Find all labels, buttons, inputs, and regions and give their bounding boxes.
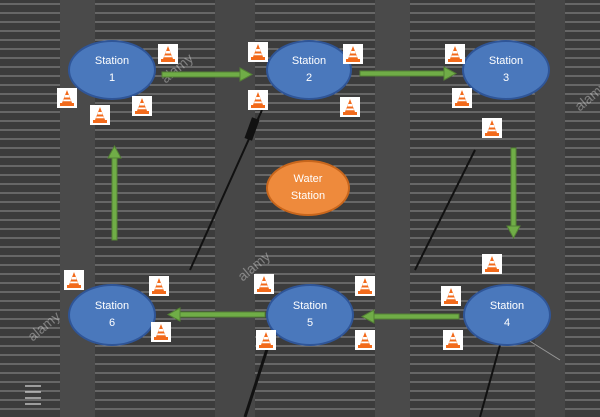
traffic-cone-icon bbox=[254, 274, 274, 294]
arrow-4-to-5 bbox=[360, 309, 460, 324]
traffic-cone-icon bbox=[343, 44, 363, 64]
traffic-cone-icon bbox=[355, 276, 375, 296]
traffic-cone-icon bbox=[90, 105, 110, 125]
traffic-cone-icon bbox=[445, 44, 465, 64]
station-label: Station bbox=[291, 55, 327, 67]
traffic-cone-icon bbox=[248, 42, 268, 62]
traffic-cone-icon bbox=[441, 286, 461, 306]
water-station-label: Station bbox=[290, 190, 326, 202]
station-label: Station bbox=[292, 300, 328, 312]
traffic-cone-icon bbox=[482, 118, 502, 138]
arrow-6-to-1 bbox=[107, 144, 122, 241]
traffic-cone-icon bbox=[149, 276, 169, 296]
traffic-cone-icon bbox=[151, 322, 171, 342]
station-2: Station 2 bbox=[266, 40, 352, 100]
station-label: Station bbox=[488, 55, 524, 67]
traffic-cone-icon bbox=[256, 330, 276, 350]
traffic-cone-icon bbox=[482, 254, 502, 274]
station-number: 2 bbox=[305, 72, 313, 84]
traffic-cone-icon bbox=[340, 97, 360, 117]
arrow-2-to-3 bbox=[359, 66, 458, 81]
station-6: Station 6 bbox=[68, 284, 156, 346]
station-5: Station 5 bbox=[266, 284, 354, 346]
traffic-cone-icon bbox=[452, 88, 472, 108]
traffic-cone-icon bbox=[355, 330, 375, 350]
arrow-5-to-6 bbox=[166, 307, 266, 322]
station-number: 4 bbox=[503, 317, 511, 329]
traffic-cone-icon bbox=[158, 44, 178, 64]
traffic-cone-icon bbox=[64, 270, 84, 290]
station-3: Station 3 bbox=[462, 40, 550, 100]
station-label: Station bbox=[489, 300, 525, 312]
station-4: Station 4 bbox=[463, 284, 551, 346]
station-number: 5 bbox=[306, 317, 314, 329]
arrow-1-to-2 bbox=[161, 67, 254, 82]
traffic-cone-icon bbox=[132, 96, 152, 116]
station-number: 6 bbox=[108, 317, 116, 329]
station-label: Station bbox=[94, 55, 130, 67]
water-station: Water Station bbox=[266, 160, 350, 216]
traffic-cone-icon bbox=[248, 90, 268, 110]
station-label: Station bbox=[94, 300, 130, 312]
arrow-3-to-4 bbox=[506, 147, 521, 240]
station-number: 1 bbox=[108, 72, 116, 84]
traffic-cone-icon bbox=[443, 330, 463, 350]
station-number: 3 bbox=[502, 72, 510, 84]
station-1: Station 1 bbox=[68, 40, 156, 100]
water-station-label: Water bbox=[293, 173, 323, 185]
traffic-cone-icon bbox=[57, 88, 77, 108]
